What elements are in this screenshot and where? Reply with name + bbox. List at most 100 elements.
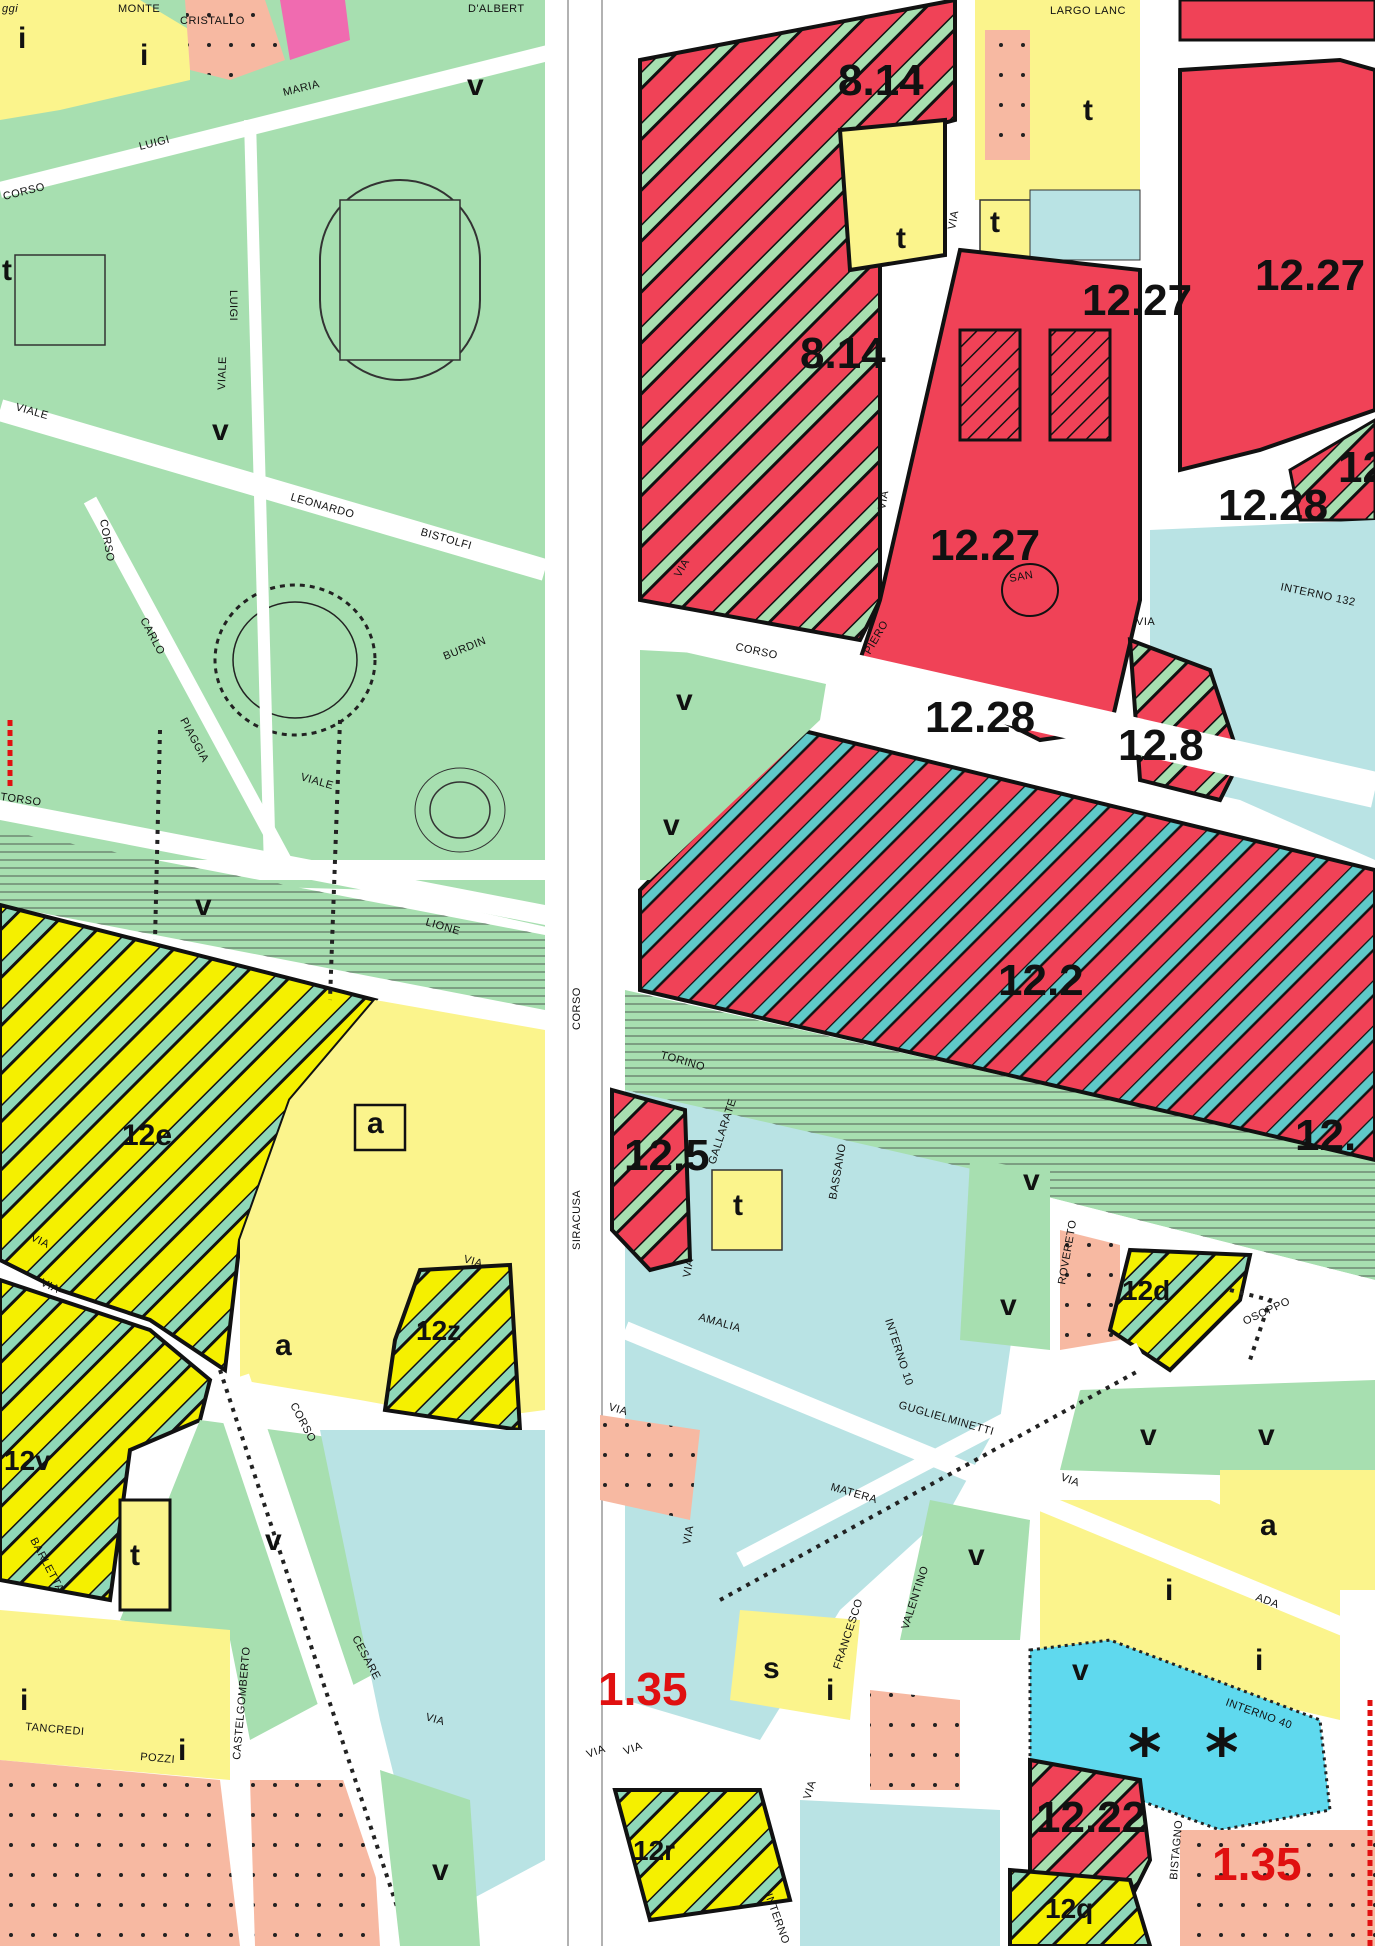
street-name: LARGO LANC [1050, 5, 1126, 17]
zone-code: 12.28 [925, 693, 1035, 742]
zone-letter: v [212, 414, 229, 447]
street-name: MONTE [118, 3, 160, 15]
zone-letter: a [275, 1329, 292, 1362]
zone-yellow-i [0, 1610, 230, 1780]
park-zone [640, 650, 830, 880]
zone-12z [382, 1262, 523, 1433]
zone-letter: i [178, 1734, 186, 1767]
zone-12-27 [1178, 57, 1375, 473]
zone-residential [320, 1430, 545, 1900]
zone-pink [0, 1760, 240, 1946]
street-name: CRISTALLO [180, 15, 245, 27]
zone-letter: a [367, 1107, 384, 1140]
zone-letter: t [1083, 94, 1093, 127]
zone-code: 12 [1338, 443, 1375, 492]
zone-letter: v [265, 1524, 282, 1557]
zone-code: 8.14 [800, 329, 886, 378]
zone-pink [870, 1690, 960, 1790]
zone-letter: i [1165, 1574, 1173, 1607]
zone-letter: i [20, 1684, 28, 1717]
zone-letter: t [130, 1539, 140, 1572]
zone-code: 12.27 [1255, 251, 1365, 300]
asterisk-icon: * [1205, 1717, 1238, 1791]
zone-residential [800, 1800, 1000, 1946]
street-name: TANCREDI [25, 1721, 85, 1738]
zone-letter: i [826, 1674, 834, 1707]
zone-letter: t [2, 254, 12, 287]
street-name: VIA [607, 1401, 629, 1418]
asterisk-icon: * [1128, 1717, 1161, 1791]
zone-letter: s [763, 1652, 780, 1685]
zone-yellow-t [837, 117, 947, 273]
zone-letter: v [663, 809, 680, 842]
street-name: POZZI [140, 1751, 176, 1766]
zone-letter: t [990, 206, 1000, 239]
zone-letter: v [968, 1539, 985, 1572]
street-name: BISTAGNO [1168, 1819, 1185, 1880]
street-name: VIA [801, 1779, 818, 1801]
zone-pink [1060, 1230, 1120, 1350]
street-name: CORSO [571, 987, 583, 1030]
street-name: VIA [462, 1253, 484, 1270]
railway [0, 830, 545, 1010]
zone-yellow [0, 0, 190, 120]
zone-code: 12.28 [1218, 481, 1328, 530]
park-zone [1060, 1380, 1375, 1480]
zone-code: 12.22 [1036, 1793, 1146, 1842]
park-zone [380, 1770, 480, 1946]
street-name: VIALE [216, 356, 229, 390]
zone-letter: v [432, 1854, 449, 1887]
zone-letter: i [140, 39, 148, 72]
zone-12-5 [610, 1087, 693, 1273]
zone-12r [612, 1788, 793, 1923]
zone-letter: v [1000, 1289, 1017, 1322]
street-name: VIA [946, 209, 961, 230]
zone-code: 12.27 [1082, 276, 1192, 325]
zone-letter: t [733, 1189, 743, 1222]
street-name: TORSO [0, 791, 42, 809]
zone-magenta [280, 0, 350, 60]
zone-12q [1008, 1867, 1153, 1946]
zone-code: 12.8 [1118, 721, 1204, 770]
street-name: VIA [1136, 616, 1155, 628]
street-name: SIRACUSA [571, 1190, 583, 1250]
zone-code: 12.5 [624, 1131, 710, 1180]
area-code-red: 1.35 [598, 1663, 688, 1715]
street-name: VIA [424, 1711, 446, 1728]
zone-12d [1107, 1247, 1253, 1373]
street-name: VIA [681, 1257, 696, 1278]
street-name: VIA [681, 1524, 696, 1545]
park-zone [960, 1160, 1050, 1350]
zone-code: 12e [122, 1119, 172, 1152]
zone-letter: a [1260, 1509, 1277, 1542]
area-code-red: 1.35 [1212, 1838, 1302, 1890]
zone-code: 12v [4, 1445, 51, 1476]
zone-12 [1288, 418, 1375, 522]
park-zone [900, 1500, 1030, 1640]
zone-letter: i [18, 22, 26, 55]
zone-code: 12q [1045, 1893, 1093, 1924]
zone-letter: i [1255, 1644, 1263, 1677]
zone-code: 12z [416, 1315, 461, 1346]
zone-letter: v [1072, 1654, 1089, 1687]
zone-pink [1180, 1830, 1375, 1946]
zone-letter: v [195, 889, 212, 922]
zone-code: 12d [1122, 1275, 1170, 1306]
zone-pink [185, 0, 285, 80]
zone-pink [600, 1415, 700, 1520]
street-name: LUIGI [227, 290, 239, 321]
zone-code: 12. [1295, 1111, 1356, 1160]
zone-code: 8.14 [838, 56, 924, 105]
street-name: D'ALBERT [468, 3, 525, 15]
street-name: SAN [1008, 569, 1034, 585]
street-name: VIA [876, 489, 891, 510]
zone-letter: v [676, 684, 693, 717]
zone-letter: t [896, 222, 906, 255]
header-fragment: ggi [2, 3, 18, 15]
zone-letter: v [467, 69, 484, 102]
zone-12-22 [1028, 1757, 1153, 1903]
zone-letter: v [1258, 1419, 1275, 1452]
zone-code: 12r [633, 1835, 675, 1866]
zone-letter: v [1023, 1164, 1040, 1197]
